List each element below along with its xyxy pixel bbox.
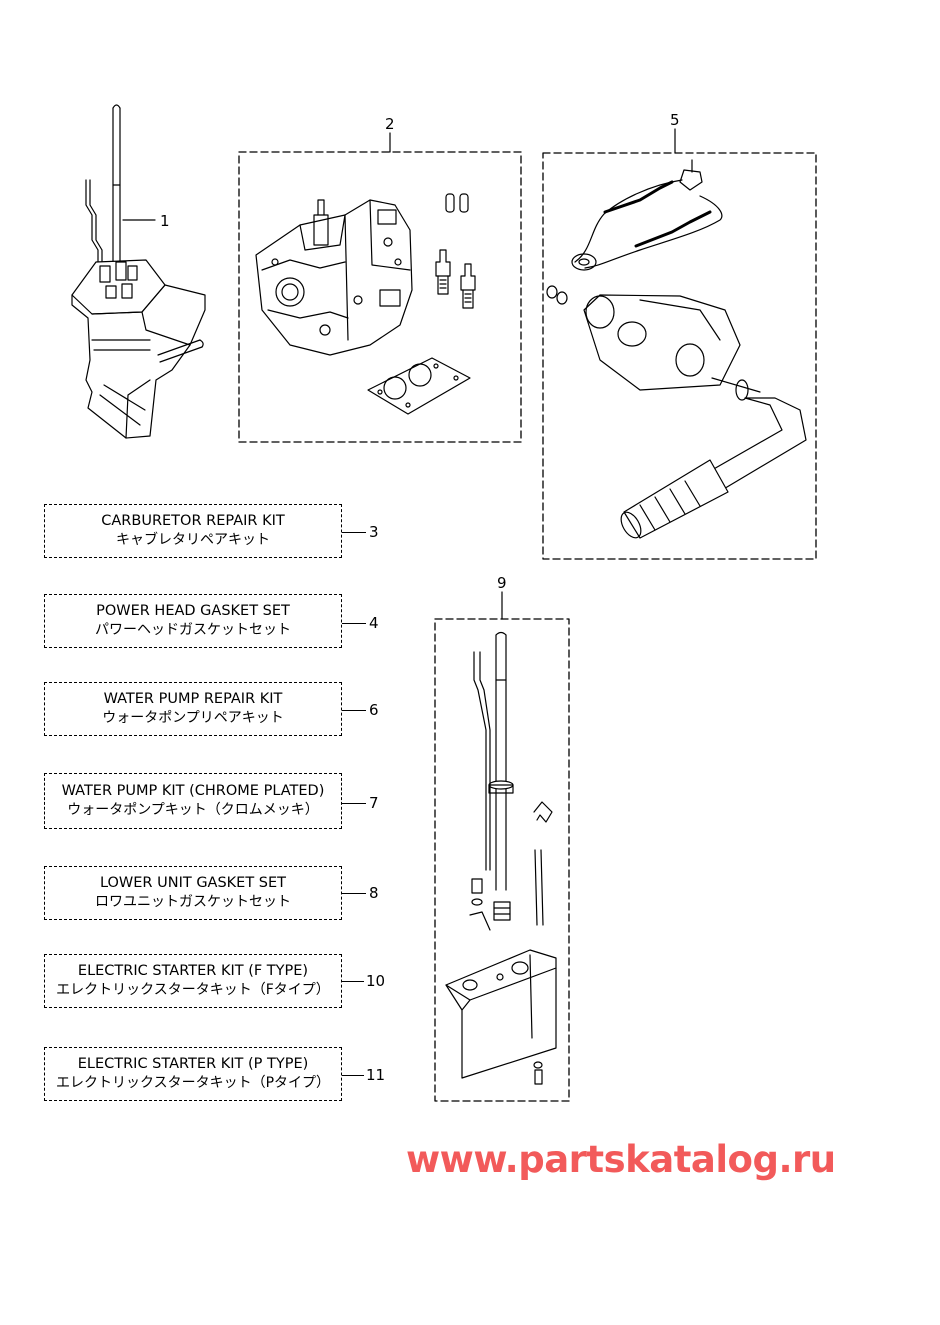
leader-line [342,532,366,533]
kit-name-jp: ウォータポンプキット（クロムメッキ） [67,802,319,818]
callout-7: 7 [369,794,379,812]
kit-box-water-pump-chrome: WATER PUMP KIT (CHROME PLATED) ウォータポンプキッ… [44,773,342,829]
callout-10: 10 [366,972,386,990]
steering-handle-illustration [546,159,807,539]
kit-name-en: ELECTRIC STARTER KIT (F TYPE) [77,963,309,979]
callout-6: 6 [369,701,379,719]
kit-box-electric-starter-f: ELECTRIC STARTER KIT (F TYPE) エレクトリックスター… [44,954,342,1008]
leader-line [342,981,364,982]
kit-name-jp: パワーヘッドガスケットセット [95,622,291,638]
callout-5: 5 [670,111,680,129]
leader-line [342,623,366,624]
kit-9-dashed-frame [434,618,570,1102]
callout-1: 1 [160,212,170,230]
lower-unit-assembly-illustration [71,104,206,439]
kit-box-water-pump-repair: WATER PUMP REPAIR KIT ウォータポンプリペアキット [44,682,342,736]
kit-name-en: POWER HEAD GASKET SET [96,603,290,619]
kit-name-en: WATER PUMP REPAIR KIT [103,691,283,707]
leader-line [342,1075,364,1076]
callout-11: 11 [366,1066,386,1084]
kit-name-en: CARBURETOR REPAIR KIT [101,513,285,529]
kit-box-electric-starter-p: ELECTRIC STARTER KIT (P TYPE) エレクトリックスター… [44,1047,342,1101]
callout-8: 8 [369,884,379,902]
kit-name-en: ELECTRIC STARTER KIT (P TYPE) [77,1056,309,1072]
kit-box-power-head-gasket: POWER HEAD GASKET SET パワーヘッドガスケットセット [44,594,342,648]
callout-4: 4 [369,614,379,632]
kit-5-dashed-frame [542,152,817,560]
kit-name-jp: エレクトリックスタータキット（Pタイプ） [55,1075,331,1091]
leader-line [342,803,366,804]
kit-box-carburetor-repair: CARBURETOR REPAIR KIT キャブレタリペアキット [44,504,342,558]
kit-name-jp: キャブレタリペアキット [116,532,270,548]
lower-casing-illustration [445,631,557,1085]
power-head-illustration [255,193,476,415]
kit-name-jp: エレクトリックスタータキット（Fタイプ） [56,982,330,998]
watermark-url: www.partskatalog.ru [406,1138,836,1181]
kit-name-jp: ウォータポンプリペアキット [102,710,284,726]
callout-3: 3 [369,523,379,541]
leader-line [342,710,366,711]
kit-name-en: LOWER UNIT GASKET SET [99,875,287,891]
callout-2: 2 [385,115,395,133]
leader-line [342,893,366,894]
callout-9: 9 [497,574,507,592]
kit-name-en: WATER PUMP KIT (CHROME PLATED) [61,783,325,799]
kit-name-jp: ロワユニットガスケットセット [95,894,291,910]
kit-box-lower-unit-gasket: LOWER UNIT GASKET SET ロワユニットガスケットセット [44,866,342,920]
